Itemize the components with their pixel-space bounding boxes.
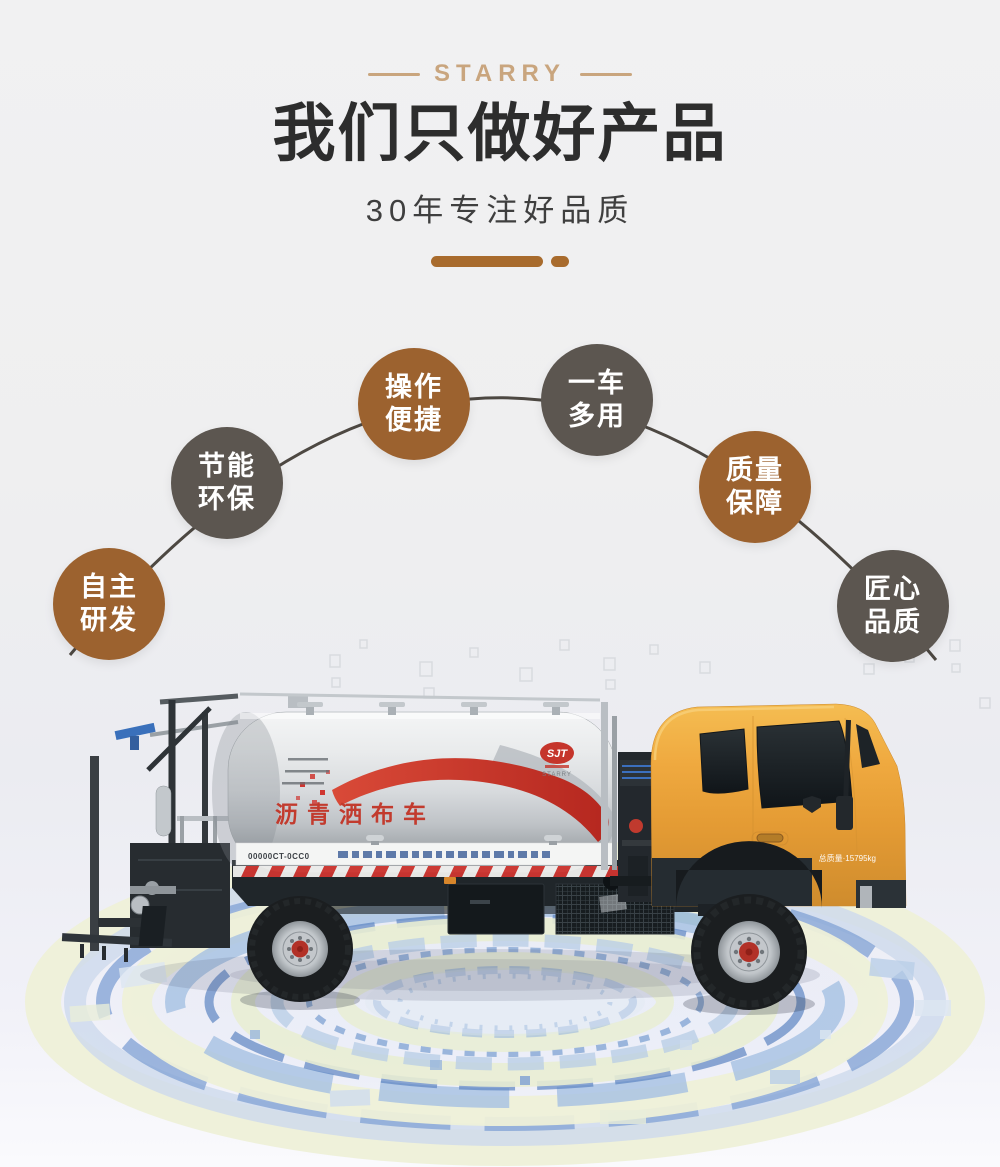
rear-spray-equipment [61,693,249,962]
page-title: 我们只做好产品 [0,99,1000,169]
feature-badge-jiangxin-pinzhi: 匠心 品质 [837,550,949,662]
tank-red-swoosh [332,758,609,842]
rail-blue-text-decor [338,851,550,858]
page-title-regular: 我们只做 [272,99,533,169]
front-wheel [683,894,815,1015]
door-label: 总质量·15795kg [819,853,876,863]
divider-dot [551,256,569,268]
badge-line1: 匠心 [864,574,922,605]
badge-line2: 品质 [864,607,922,637]
cab-rear-window [699,728,749,794]
brand-row: STARRY [0,0,1000,88]
page-subtitle: 30年专注好品质 [365,193,635,229]
asphalt-tank: 沥青洒布车 SJT STARRY 00000CT-0CC0 [212,692,649,877]
badge-line2: 研发 [80,605,138,635]
badge-line1: 一车 [568,368,626,399]
logo-name: STARRY [542,772,572,778]
rail-code: 00000CT-0CC0 [248,852,310,861]
rear-wheel [240,896,360,1010]
tank-brand-logo: SJT STARRY [540,742,574,778]
brand-dash-left [368,72,420,76]
reflective-stripe [233,866,649,877]
feature-badge-yiche-duoyong: 一车 多用 [541,344,653,456]
tank-label: 沥青洒布车 [275,801,435,827]
brand-dash-right [580,72,632,76]
door-handle [756,833,784,843]
front-lamp [860,886,872,908]
badge-line1: 自主 [80,572,138,603]
badge-line2: 便捷 [385,405,443,435]
feature-badge-zizhu-yanfa: 自主 研发 [53,548,165,660]
badge-line2: 环保 [198,484,256,514]
badge-line2: 保障 [726,488,784,518]
page-title-bold: 好产品 [532,99,728,169]
logo-mark: SJT [547,748,568,760]
badge-line1: 操作 [385,372,443,403]
tank-top-fittings [239,692,601,715]
badge-line1: 节能 [198,451,256,482]
mirror-head [836,796,853,830]
brand-name: STARRY [434,60,566,87]
tank-info-lines [282,758,329,785]
title-divider [0,256,1000,268]
cab: 总质量·15795kg [650,703,907,924]
tech-ring-tiles [69,957,951,1124]
badge-line2: 多用 [568,401,626,431]
front-wheel-arch [676,841,822,908]
truck-shadow-core [230,959,730,991]
divider-bar [431,256,543,268]
windshield-edge [856,724,880,768]
badge-line1: 质量 [726,455,784,486]
mirror-arm [842,719,851,821]
cab-door-window [756,720,853,809]
feature-badge-zhiliang-baozhang: 质量 保障 [699,431,811,543]
feature-badge-caozuo-bianjie: 操作 便捷 [358,348,470,460]
feature-badge-jieneng-huanbao: 节能 环保 [171,427,283,539]
tank-bottom-rail: 00000CT-0CC0 [233,835,649,877]
door-badge [803,796,821,813]
header-section: STARRY 我们只做好产品 30年专注好品质 [0,0,1000,268]
mid-equipment [601,702,656,902]
